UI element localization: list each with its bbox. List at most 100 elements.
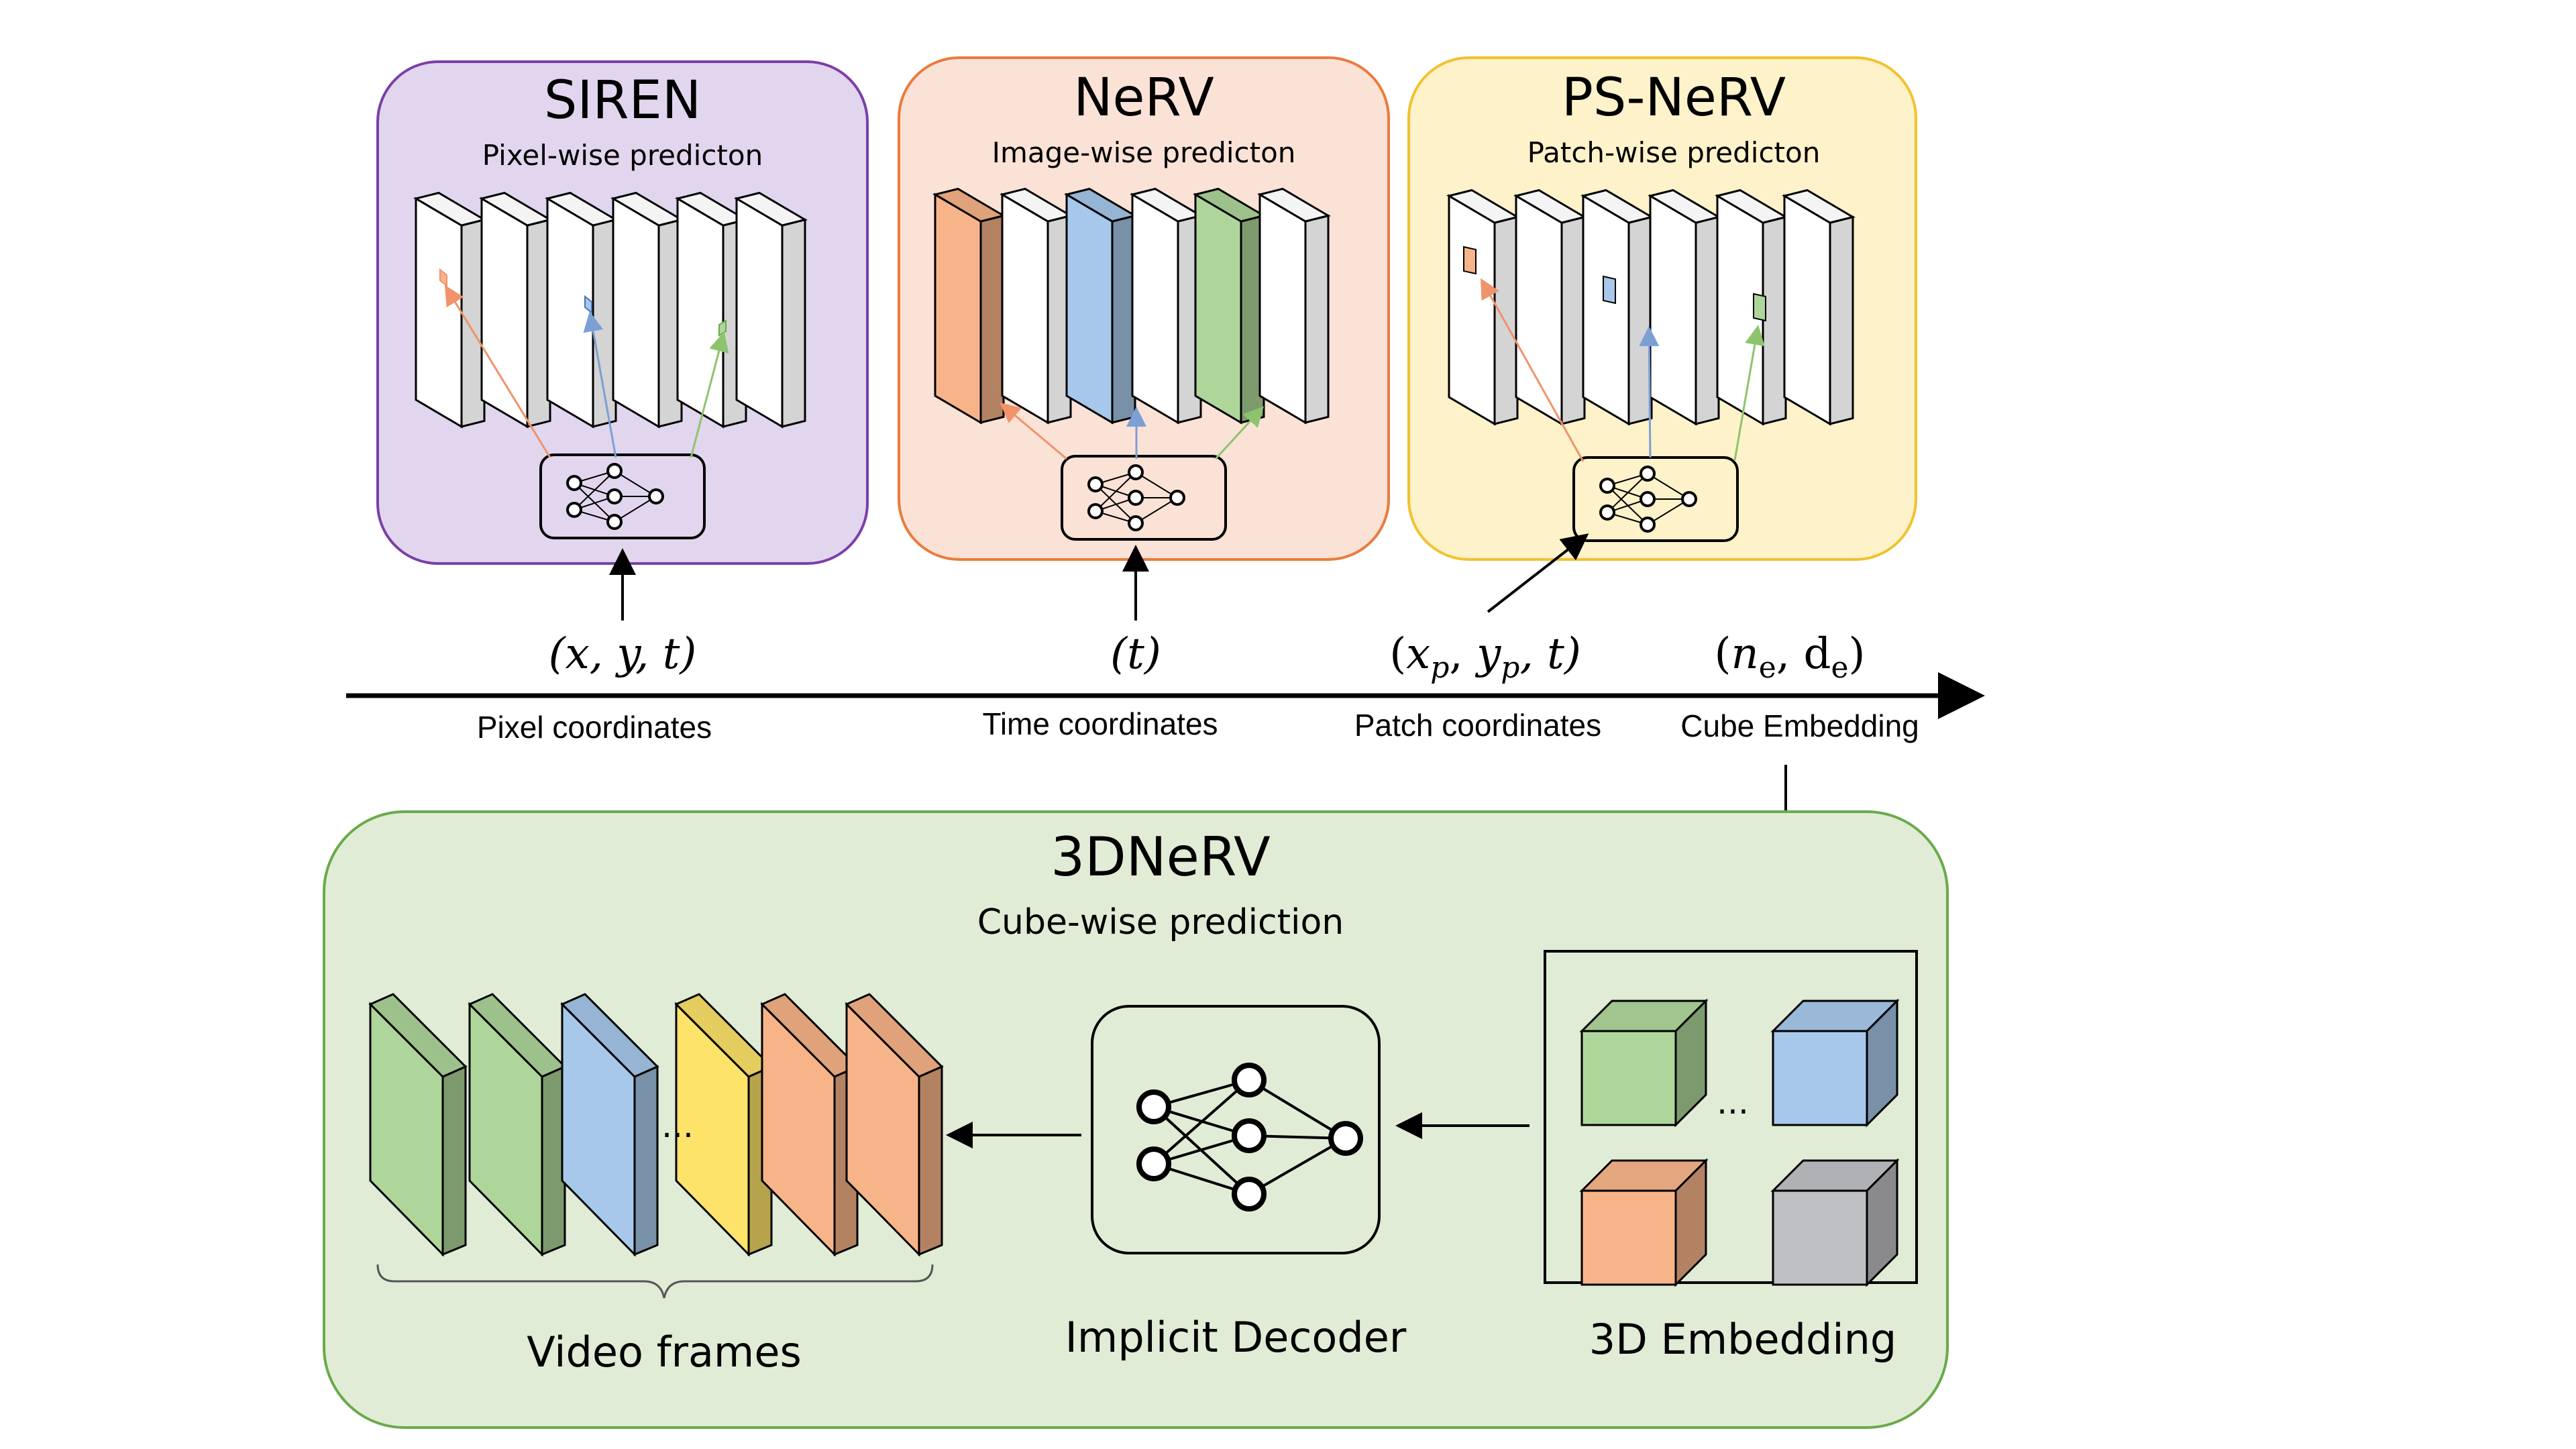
pixel-coordinates-label: Pixel coordinates [477,710,712,745]
decoder-edge [1248,1079,1347,1140]
psnerv-patch-green [1753,292,1766,322]
psnerv-frame-6 [1782,189,1856,426]
nerv-mlp-node [1128,464,1144,480]
siren-subtitle: Pixel-wise predicton [482,139,763,172]
psnerv-mlp-node [1640,466,1656,482]
psnerv-patch-blue [1603,275,1616,305]
psnerv-arrow-orange [1481,278,1585,462]
patch-xsub: p [1430,651,1449,685]
patch-y: y [1474,629,1501,679]
siren-frame-5-front [676,197,724,429]
siren-mlp-box [444,284,729,539]
time-input-math: (t) [1110,629,1161,679]
psnerv-arrow-green [1733,325,1765,461]
nerv3d-subtitle: Cube-wise prediction [977,902,1344,943]
siren-frame-1 [413,191,487,429]
siren-arrow-orange [444,284,551,458]
nerv-frame-2 [1000,187,1073,425]
nerv-title: NeRV [1073,68,1214,128]
siren-mlp-node [606,514,623,530]
frames-brace [376,1264,934,1299]
frames-ellipsis: ... [661,1106,694,1145]
nerv-mlp-frame [1061,455,1227,541]
video-frame-3-side [633,1065,659,1256]
siren-frame-6 [734,191,808,429]
cube-dsub: e [1831,651,1848,685]
cube-close: ) [1848,629,1865,679]
psnerv-frame-2-side [1560,215,1586,425]
nerv-frame-3 [1064,187,1138,425]
nerv-arrow-green [1214,406,1265,460]
cube-comma: , [1776,629,1804,679]
nerv-arrow-orange [1000,402,1067,460]
psnerv-frame-3-side [1627,215,1653,425]
nerv3d-panel-box [323,810,1949,1429]
siren-frame-6-front [735,197,784,429]
psnerv-frame-4 [1648,189,1721,426]
time-coordinates-label: Time coordinates [982,706,1218,741]
psnerv-frame-6-side [1829,215,1854,425]
psnerv-mlp-node [1599,504,1615,521]
siren-panel: SIREN Pixel-wise predicton [376,60,869,565]
embedding-cube-blue-side [1866,998,1898,1128]
siren-frame-1-front [415,197,463,429]
siren-mlp-edge [574,470,615,511]
patch-x: x [1406,629,1430,679]
nerv-mlp-edge [1135,497,1178,524]
patch-comma1: , [1449,629,1477,679]
psnerv-frame-4-front [1649,194,1697,426]
psnerv-mlp-box [1481,278,1765,542]
nerv-mlp-edge [1095,472,1136,512]
psnerv-frame-5 [1715,189,1788,426]
nerv-frame-5-front [1194,193,1242,425]
embedding-cubes [1579,998,1900,1287]
embedding-cube-green [1579,998,1709,1128]
patch-open: ( [1389,629,1406,679]
psnerv-frame-3-front [1582,194,1630,426]
nerv-frame-6-top [1257,187,1331,223]
decoder-node [1328,1121,1363,1156]
implicit-decoder-label: Implicit Decoder [1065,1313,1407,1362]
video-frame-1-side [441,1065,467,1256]
siren-mlp-node [566,475,582,491]
nerv-panel: NeRV Image-wise predicton [898,56,1390,561]
siren-frame-2-front [480,197,529,429]
embedding-cube-orange-side [1674,1158,1707,1287]
nerv-frame-4-front [1131,193,1179,425]
psnerv-panel: PS-NeRV Patch-wise predicton [1407,56,1917,561]
decoder-node [1232,1118,1267,1153]
nerv-frame-stack [932,187,1331,425]
implicit-decoder-network [1136,1063,1363,1212]
nerv-frame-2-front [1001,193,1049,425]
embedding-cube-green-front [1580,1030,1677,1126]
nerv-frame-3-front [1065,193,1114,425]
psnerv-subtitle: Patch-wise predicton [1527,136,1821,169]
implicit-decoder-box [1091,1005,1381,1254]
siren-frame-4-front [612,197,660,429]
siren-frame-2 [479,191,553,429]
video-frame-3-top [560,993,659,1078]
patch-rest: , t) [1519,629,1580,679]
nerv3d-title: 3DNeRV [1051,826,1271,888]
siren-frame-3 [545,191,619,429]
embedding-cube-green-side [1674,998,1707,1128]
nerv-frame-5 [1193,187,1267,425]
siren-title: SIREN [544,70,701,131]
psnerv-mlp-edge [1647,498,1690,525]
psnerv-frame-4-side [1695,215,1720,425]
nerv-mlp-node [1087,503,1104,519]
video-frames-stack [368,993,944,1257]
video-frames-label: Video frames [527,1328,802,1377]
psnerv-frame-2 [1513,189,1587,426]
patch-ysub: p [1501,651,1519,685]
siren-mlp-node [606,488,623,504]
siren-frame-6-top [734,191,808,227]
embedding-label: 3D Embedding [1589,1315,1897,1364]
siren-mlp-node [648,488,664,504]
psnerv-frame-6-front [1783,194,1831,426]
cube-embedding-label: Cube Embedding [1680,708,1919,743]
psnerv-arrow-blue [1639,326,1660,458]
decoder-node [1136,1089,1171,1124]
siren-mlp-frame [539,453,706,539]
